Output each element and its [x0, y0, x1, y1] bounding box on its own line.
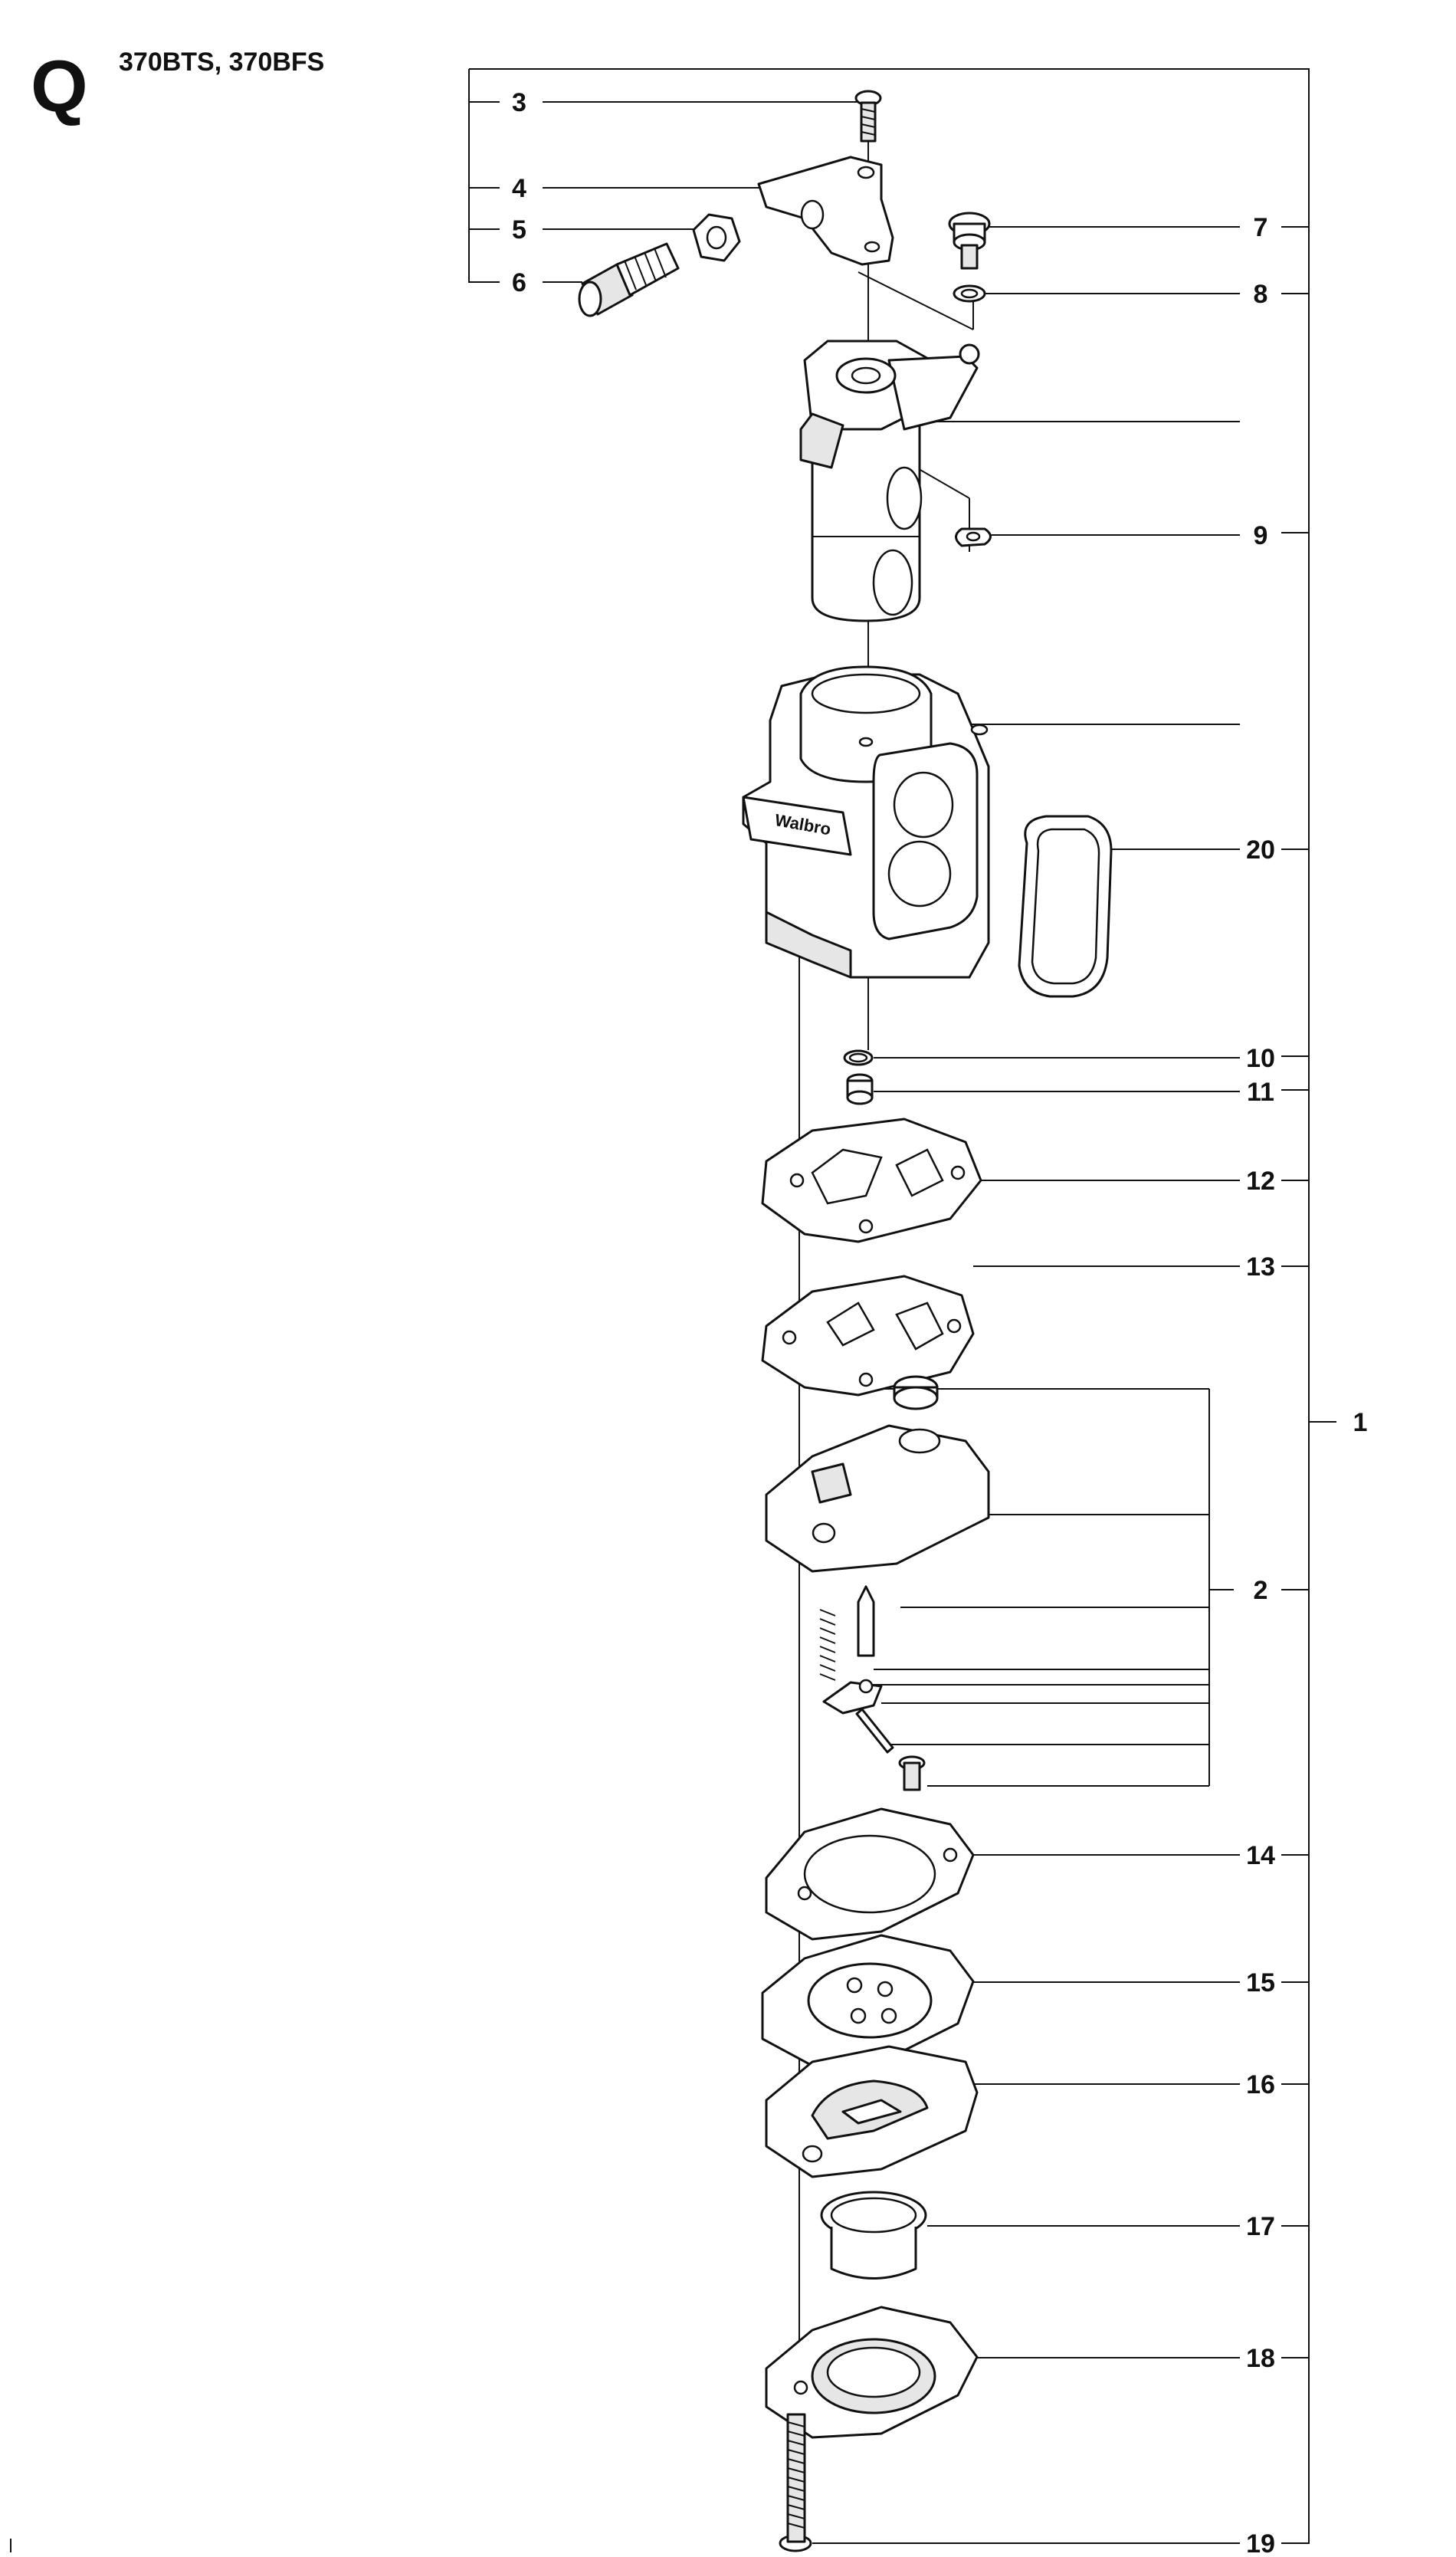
callout-19: 19 [1246, 2529, 1275, 2557]
part-11-plug [846, 1073, 874, 1105]
section-letter: Q [31, 45, 88, 127]
part-4-bracket [757, 156, 894, 266]
part-7-screw [948, 212, 991, 270]
callout-13: 13 [1246, 1252, 1275, 1282]
assembly-frame [468, 68, 1336, 2544]
throttle-body-assembly [799, 340, 980, 622]
part-2-metering-kit [765, 1375, 990, 1791]
callout-14: 14 [1246, 1841, 1275, 1870]
callout-16: 16 [1246, 2070, 1275, 2099]
callout-9: 9 [1254, 521, 1268, 550]
callout-6: 6 [512, 268, 526, 297]
callout-5: 5 [512, 215, 526, 245]
part-3-screw [854, 90, 882, 143]
callout-17: 17 [1246, 2212, 1275, 2241]
model-list: 370BTS, 370BFS [119, 48, 324, 77]
leader-lines [543, 100, 1240, 2544]
part-10-o-ring [843, 1049, 874, 1066]
part-20-gasket-ring [1018, 815, 1113, 998]
part-19-long-screw [779, 2413, 812, 2552]
part-14-gasket [765, 1807, 975, 1941]
callout-18: 18 [1246, 2344, 1275, 2373]
callout-1: 1 [1353, 1408, 1368, 1437]
part-6-adjusting-screw [578, 242, 680, 317]
part-9-clip [955, 527, 992, 547]
part-15-diaphragm [761, 1934, 975, 2067]
callout-numbers: 3 4 5 6 7 8 9 20 10 11 12 13 1 2 14 15 1… [512, 88, 1367, 2557]
part-18-plate [765, 2306, 979, 2439]
part-8-washer [953, 284, 986, 303]
callout-20: 20 [1246, 835, 1275, 865]
part-17-cup [820, 2191, 927, 2280]
callout-12: 12 [1246, 1167, 1275, 1196]
carburetor-body: Walbro [742, 665, 990, 979]
callout-8: 8 [1254, 280, 1268, 309]
callout-11: 11 [1247, 1078, 1274, 1107]
callout-3: 3 [512, 88, 526, 117]
callout-4: 4 [512, 174, 526, 203]
callout-2: 2 [1254, 1576, 1268, 1605]
part-13-gasket [761, 1275, 975, 1397]
part-16-cover [765, 2045, 979, 2178]
callout-15: 15 [1246, 1968, 1275, 1997]
callout-10: 10 [1246, 1044, 1275, 1073]
part-5-nut [692, 213, 741, 262]
part-12-gasket [761, 1118, 982, 1243]
callout-7: 7 [1254, 213, 1268, 242]
